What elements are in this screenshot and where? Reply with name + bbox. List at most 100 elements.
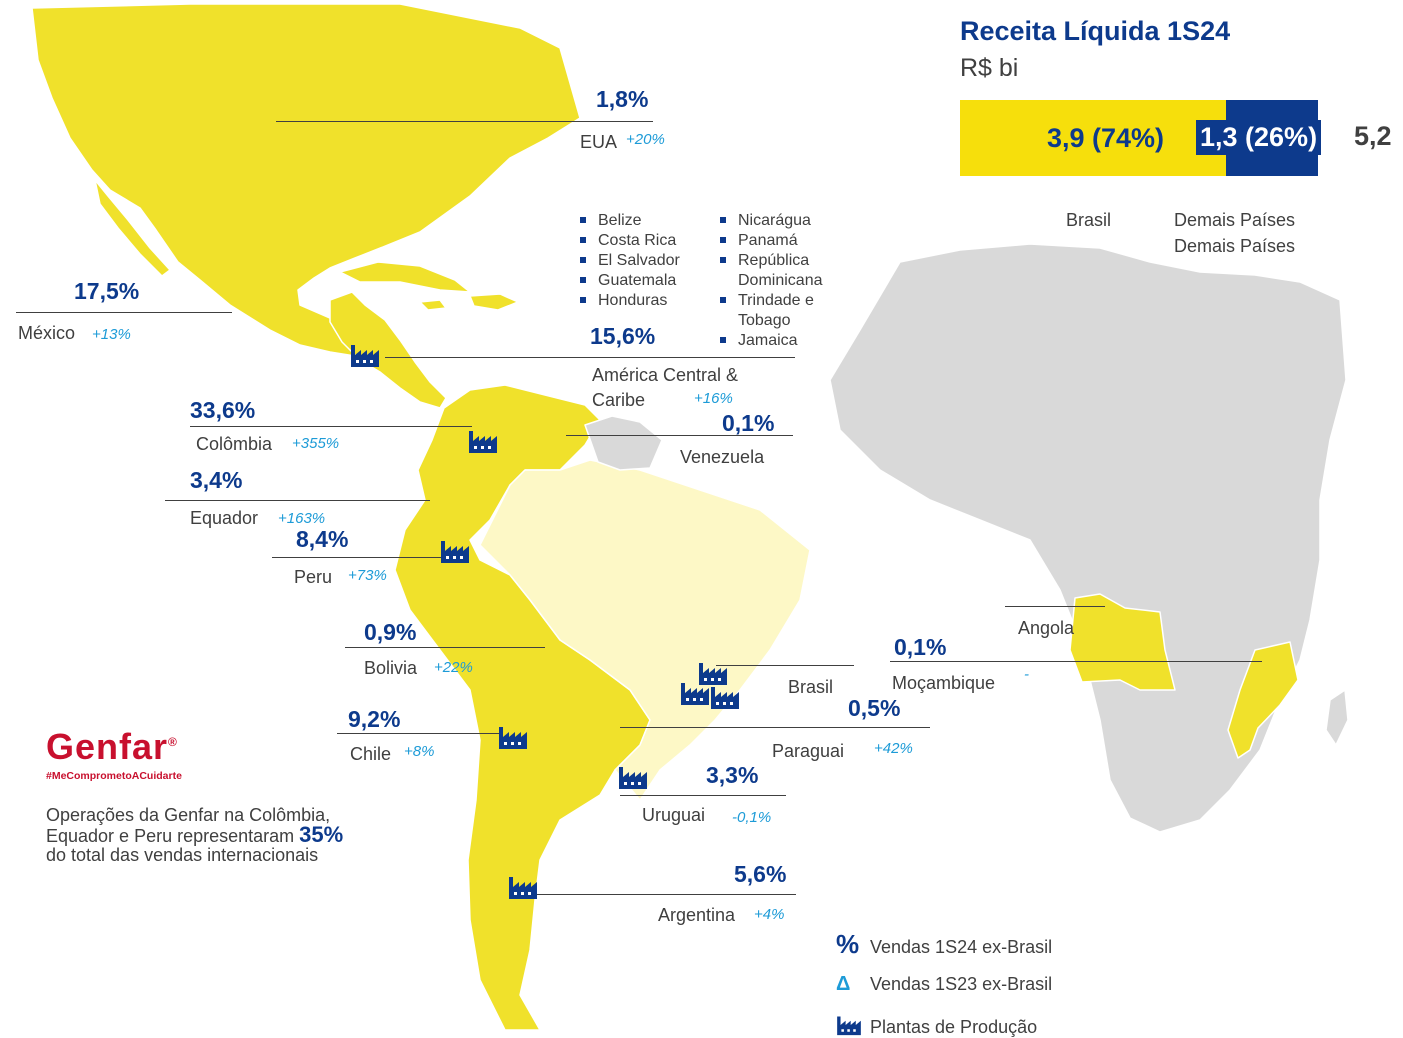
colombia-pct: 33,6% xyxy=(190,397,256,423)
revenue-others-label-2: Demais Países xyxy=(1174,236,1296,256)
country-list-item: El Salvador xyxy=(574,251,680,271)
country-list-text: Dominicana xyxy=(738,272,823,289)
central-america-name: América Central & xyxy=(592,365,739,385)
bullet-icon xyxy=(720,297,726,303)
uruguai-pct: 3,3% xyxy=(706,762,759,788)
bullet-icon xyxy=(580,297,586,303)
country-list-text: Nicarágua xyxy=(738,212,811,229)
country-list-item: Dominicana xyxy=(714,271,822,291)
country-list-text: Panamá xyxy=(738,232,798,249)
factory-icon xyxy=(469,431,497,453)
registered-icon: ® xyxy=(168,735,178,749)
eua-name: EUA xyxy=(580,132,618,152)
genfar-logo-text: Genfar xyxy=(46,726,169,767)
baja-shape xyxy=(94,179,171,277)
revenue-brazil-value: 3,9 (74%) xyxy=(1046,122,1164,153)
revenue-unit: R$ bi xyxy=(960,54,1019,82)
legend-plant: Plantas de Produção xyxy=(836,1014,1037,1038)
peru-pct: 8,4% xyxy=(296,526,349,552)
country-list-item: Jamaica xyxy=(714,331,822,351)
country-list-text: Costa Rica xyxy=(598,232,677,249)
bolivia-name: Bolivia xyxy=(364,658,418,678)
brazil-shape xyxy=(479,459,811,801)
eua-delta: +20% xyxy=(626,131,665,148)
colombia-delta: +355% xyxy=(292,435,340,452)
genfar-note-post: do total das vendas internacionais xyxy=(46,845,319,865)
angola-shape xyxy=(1069,593,1176,691)
bullet-icon xyxy=(580,257,586,263)
bolivia-pct: 0,9% xyxy=(364,619,417,645)
mocambique-leader-line xyxy=(890,661,1262,662)
madagascar-shape xyxy=(1325,689,1349,746)
country-list-text: Honduras xyxy=(598,292,668,309)
paraguai-leader-line xyxy=(620,727,930,728)
chile-leader-line xyxy=(337,733,500,734)
genfar-note-pre: Operações da Genfar na Colômbia, Equador… xyxy=(46,805,331,846)
peru-delta: +73% xyxy=(348,567,387,584)
equador-delta: +163% xyxy=(278,510,326,527)
brasil-name: Brasil xyxy=(788,677,834,697)
mozambique-shape xyxy=(1227,641,1299,759)
equador-pct: 3,4% xyxy=(190,467,243,493)
percent-icon: % xyxy=(836,929,860,959)
eua-pct: 1,8% xyxy=(596,86,649,112)
revenue-total: 5,2 xyxy=(1354,121,1392,151)
eua-leader-line xyxy=(276,121,653,122)
country-list-text: Jamaica xyxy=(738,332,798,349)
country-list-item: Guatemala xyxy=(574,271,680,291)
argentina-leader-line xyxy=(530,894,796,895)
factory-icon xyxy=(711,687,739,709)
legend-pct: % Vendas 1S24 ex-Brasil xyxy=(836,929,1052,960)
genfar-logo: Genfar® xyxy=(46,726,178,768)
chile-pct: 9,2% xyxy=(348,706,401,732)
hispaniola-shape xyxy=(469,293,519,311)
mexico-leader-line xyxy=(16,312,232,313)
revenue-others-value: 1,3 (26%) xyxy=(1196,120,1322,155)
cuba-shape xyxy=(339,261,471,293)
mocambique-delta: - xyxy=(1024,666,1029,683)
equador-name: Equador xyxy=(190,508,259,528)
factory-icon xyxy=(509,877,537,899)
legend-delta-label: Vendas 1S23 ex-Brasil xyxy=(870,974,1053,994)
venezuela-name: Venezuela xyxy=(680,447,765,467)
chile-delta: +8% xyxy=(404,743,435,760)
angola-name: Angola xyxy=(1018,618,1075,638)
peru-leader-line xyxy=(272,557,444,558)
country-list-item: Belize xyxy=(574,211,680,231)
revenue-brazil-label: Brasil xyxy=(1066,210,1112,230)
central-america-pct: 15,6% xyxy=(590,323,656,349)
country-list-text: República xyxy=(738,252,810,269)
revenue-title: Receita Líquida 1S24 xyxy=(960,16,1231,46)
legend-pct-label: Vendas 1S24 ex-Brasil xyxy=(870,937,1053,957)
paraguai-name: Paraguai xyxy=(772,741,845,761)
genfar-tagline: #MeComprometoACuidarte xyxy=(46,770,182,782)
uruguai-delta: -0,1% xyxy=(732,809,772,826)
uruguai-name: Uruguai xyxy=(642,805,706,825)
revenue-bar-brazil: 3,9 (74%) xyxy=(960,100,1226,176)
factory-icon xyxy=(681,683,709,705)
argentina-pct: 5,6% xyxy=(734,861,787,887)
argentina-delta: +4% xyxy=(754,906,785,923)
guianas-shape xyxy=(584,415,663,471)
bolivia-delta: +22% xyxy=(434,659,473,676)
argentina-name: Argentina xyxy=(658,905,736,925)
country-list-item: Trindade e xyxy=(714,291,822,311)
country-list-text: Guatemala xyxy=(598,272,677,289)
paraguai-pct: 0,5% xyxy=(848,695,901,721)
bullet-icon xyxy=(720,337,726,343)
peru-name: Peru xyxy=(294,567,333,587)
country-list-text: Tobago xyxy=(738,312,791,329)
genfar-note-bold: 35% xyxy=(299,822,344,847)
colombia-name: Colômbia xyxy=(196,434,273,454)
legend-plant-label: Plantas de Produção xyxy=(870,1017,1038,1037)
colombia-leader-line xyxy=(190,426,472,427)
venezuela-leader-line xyxy=(566,435,793,436)
country-list-text: Belize xyxy=(598,212,642,229)
country-list-item: Costa Rica xyxy=(574,231,680,251)
country-list-text: Trindade e xyxy=(738,292,814,309)
mocambique-pct: 0,1% xyxy=(894,634,947,660)
